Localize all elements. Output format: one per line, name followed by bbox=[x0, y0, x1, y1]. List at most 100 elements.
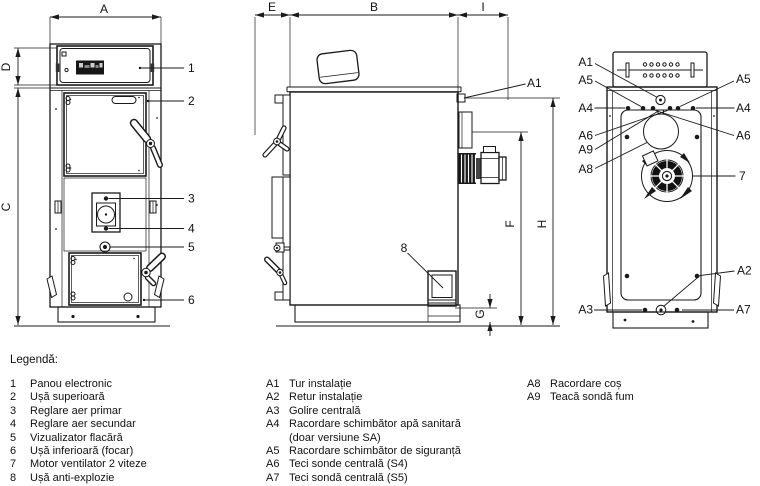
legend-item: 2 Ușă superioară bbox=[10, 391, 147, 404]
legend-item: 6 Ușă inferioară (focar) bbox=[10, 445, 147, 458]
legend-item-id: 6 bbox=[10, 445, 17, 458]
callout-3: 3 bbox=[188, 192, 195, 206]
legend-item-id: 1 bbox=[10, 378, 17, 390]
front-dimensions: A D C bbox=[0, 2, 162, 325]
dim-label-i: I bbox=[481, 0, 484, 14]
rear-bracket bbox=[458, 111, 473, 149]
legend-item: 8 Ușă anti-explozie bbox=[10, 472, 147, 485]
legend-item-id: A9 bbox=[527, 391, 541, 404]
legend-item-id: 8 bbox=[10, 471, 17, 484]
callout-a5-left: A5 bbox=[578, 73, 593, 87]
legend-item-id: A6 bbox=[266, 458, 280, 471]
secondary-air-point bbox=[103, 226, 109, 231]
callout-a6-left: A6 bbox=[578, 129, 593, 143]
legend-item-label: Retur instalație bbox=[289, 391, 363, 404]
legend-item-label: Golire centrală bbox=[289, 404, 361, 417]
rear-fittings bbox=[624, 94, 700, 150]
legend-item-id: A5 bbox=[266, 445, 280, 458]
side-view: E B I bbox=[254, 0, 560, 336]
vent-slot bbox=[111, 96, 137, 104]
legend-item-id: 3 bbox=[10, 404, 17, 417]
dim-label-h: H bbox=[535, 220, 549, 229]
legend-item-label: Reglare aer primar bbox=[30, 404, 122, 417]
terminal-box bbox=[612, 51, 708, 88]
side-lower-handle bbox=[264, 256, 288, 286]
callout-a5-right: A5 bbox=[736, 72, 751, 86]
legend-item: 7 Motor ventilator 2 viteze bbox=[10, 458, 147, 471]
panel-display bbox=[76, 60, 104, 75]
legend-item: 4 Reglare aer secundar bbox=[10, 418, 147, 431]
lower-door bbox=[68, 252, 166, 306]
legend-item-label: Reglare aer secundar bbox=[30, 418, 136, 431]
callout-2: 2 bbox=[188, 94, 195, 108]
legend-item-id: 7 bbox=[10, 458, 17, 471]
technical-drawing: A D C bbox=[0, 0, 752, 336]
rear-callouts: A1 A5 A4 A6 A9 A8 A3 A5 A4 A6 7 A2 A7 bbox=[578, 55, 752, 317]
legend-item-label: Tur instalație bbox=[289, 378, 352, 390]
side-dimensions: E B I bbox=[254, 0, 509, 135]
callout-a7: A7 bbox=[736, 303, 751, 317]
callout-a8: A8 bbox=[578, 162, 593, 176]
callout-7: 7 bbox=[739, 169, 746, 183]
legend-item-id: 4 bbox=[10, 418, 17, 431]
callout-a2: A2 bbox=[737, 264, 752, 278]
legend-item-id bbox=[266, 432, 289, 445]
legend-title: Legendă: bbox=[10, 354, 58, 366]
legend-item-label: Ușă inferioară (focar) bbox=[30, 445, 134, 458]
legend-item: A1 Tur instalație bbox=[266, 378, 461, 391]
dim-label-f: F bbox=[503, 220, 517, 227]
dim-label-e: E bbox=[268, 0, 276, 14]
legend-item: 1 Panou electronic bbox=[10, 378, 147, 391]
legend-item-label: Teci sonde centrală (S4) bbox=[289, 458, 408, 471]
legend-item: A9 Teacă sondă fum bbox=[527, 391, 634, 404]
chimney-connection bbox=[643, 113, 679, 150]
air-disc bbox=[97, 205, 115, 224]
callout-6: 6 bbox=[188, 293, 195, 307]
rear-view: A1 A5 A4 A6 A9 A8 A3 A5 A4 A6 7 A2 A7 bbox=[578, 51, 752, 329]
front-base bbox=[14, 275, 170, 327]
legend-item-label: (doar versiune SA) bbox=[289, 431, 381, 444]
legend-item-label: Racordare schimbător apă sanitară bbox=[289, 418, 461, 431]
legend-item-label: Teacă sondă fum bbox=[550, 391, 634, 404]
legend-item: A2 Retur instalație bbox=[266, 391, 461, 404]
legend-item-id: A7 bbox=[266, 471, 280, 484]
callout-4: 4 bbox=[188, 222, 195, 236]
rear-base bbox=[602, 272, 722, 329]
side-upper-handle bbox=[262, 125, 290, 158]
legend-item-label: Ușă superioară bbox=[30, 391, 105, 404]
dim-label-d: D bbox=[0, 62, 13, 71]
side-dim-gfh: G F H bbox=[455, 97, 560, 336]
primary-air-point bbox=[103, 196, 109, 201]
callout-a3: A3 bbox=[578, 303, 593, 317]
legend-item-continuation: (doar versiune SA) bbox=[266, 432, 461, 445]
rear-lower-fittings bbox=[624, 273, 700, 316]
front-view: A D C bbox=[0, 2, 195, 327]
legend-item-label: Ușă anti-explozie bbox=[30, 471, 115, 484]
legend-item: A6 Teci sonde centrală (S4) bbox=[266, 458, 461, 471]
upper-door-handle bbox=[129, 118, 163, 168]
legend-item-id: A1 bbox=[266, 378, 280, 390]
flame-viewer bbox=[99, 241, 111, 253]
legend-item-id: A8 bbox=[527, 378, 541, 390]
legend-item-id: A3 bbox=[266, 404, 280, 417]
top-lid bbox=[316, 49, 360, 85]
legend-item-label: Motor ventilator 2 viteze bbox=[30, 458, 147, 471]
lower-door-port bbox=[123, 292, 133, 302]
legend-item-label: Panou electronic bbox=[30, 378, 112, 390]
legend-item-id: A2 bbox=[266, 391, 280, 404]
dim-label-c: C bbox=[0, 202, 13, 211]
dim-label-g: G bbox=[473, 309, 487, 318]
dim-label-a: A bbox=[100, 2, 108, 16]
callout-8: 8 bbox=[401, 241, 408, 255]
legend-item-id: 2 bbox=[10, 391, 17, 404]
legend-item-id: 5 bbox=[10, 431, 17, 444]
callout-a6-right: A6 bbox=[736, 129, 751, 143]
fan-assembly bbox=[641, 150, 693, 202]
front-callouts: 1 2 3 4 5 6 bbox=[108, 61, 195, 307]
